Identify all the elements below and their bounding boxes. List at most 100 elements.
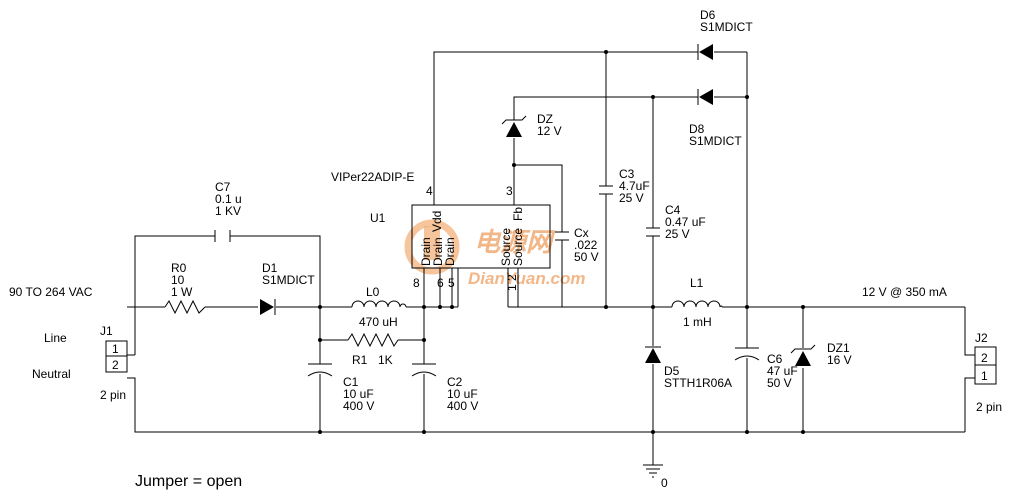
neutral-label: Neutral xyxy=(32,367,71,381)
ic-pin-label-vdd: Vdd xyxy=(430,211,444,232)
ic-pin-6: 6 xyxy=(437,276,444,290)
c2-rating: 400 V xyxy=(447,399,478,413)
l1-value: 1 mH xyxy=(683,315,712,329)
cx-ref: Cx xyxy=(574,226,589,240)
resistor-r1: R1 1K xyxy=(347,332,399,367)
capacitor-c4: C4 0.47 uF 25 V xyxy=(646,203,706,241)
c6-rating: 50 V xyxy=(767,376,792,390)
j2-ref: J2 xyxy=(975,331,988,345)
ic-pin-label-source-1: Source xyxy=(499,228,513,266)
ic-ref: U1 xyxy=(370,211,386,225)
c7-value: 0.1 u xyxy=(215,192,242,206)
watermark-logo-plug xyxy=(424,226,440,260)
c1-rating: 400 V xyxy=(343,399,374,413)
diode-d1: D1 S1MDICT xyxy=(260,261,315,315)
resistor-r0: R0 10 1 W xyxy=(164,261,206,315)
input-voltage-label: 90 TO 264 VAC xyxy=(9,285,93,299)
ic-pin-8: 8 xyxy=(413,276,420,290)
cx-rating: 50 V xyxy=(574,250,599,264)
capacitor-c3: C3 4.7uF 25 V xyxy=(599,167,650,205)
ic-pin-label-fb: Fb xyxy=(511,207,525,221)
r0-rating: 1 W xyxy=(171,285,193,299)
diode-d6: D6 S1MDICT xyxy=(697,8,753,60)
dz-ref: DZ xyxy=(537,112,553,126)
j2-desc: 2 pin xyxy=(976,400,1002,414)
dz-value: 12 V xyxy=(537,124,562,138)
c4-value: 0.47 uF xyxy=(665,215,706,229)
ic-pin-3: 3 xyxy=(506,184,513,198)
d1-ref: D1 xyxy=(262,261,278,275)
ic-u1: VIPer22ADIP-E U1 Drain Drain Drain Vdd S… xyxy=(331,170,551,291)
c2-value: 10 uF xyxy=(447,387,478,401)
output-spec-label: 12 V @ 350 mA xyxy=(862,285,947,299)
zener-dz1: DZ1 16 V xyxy=(790,341,852,367)
capacitor-c2: C2 10 uF 400 V xyxy=(411,363,478,413)
ic-pin-5: 5 xyxy=(448,276,455,290)
capacitor-c6: C6 47 uF 50 V xyxy=(734,347,798,390)
j1-pin-1: 1 xyxy=(112,342,119,356)
c3-ref: C3 xyxy=(619,167,635,181)
ic-pin-1-2: 1 2 xyxy=(505,274,519,291)
j2-pin-1: 1 xyxy=(981,369,988,383)
r0-value: 10 xyxy=(171,273,185,287)
d6-part: S1MDICT xyxy=(700,20,753,34)
r1-value: 1K xyxy=(378,353,393,367)
cx-value: .022 xyxy=(574,238,598,252)
ic-part: VIPer22ADIP-E xyxy=(331,170,414,184)
c7-ref: C7 xyxy=(215,180,231,194)
c6-value: 47 uF xyxy=(767,364,798,378)
inductor-l1: L1 1 mH xyxy=(671,276,723,329)
ic-pin-label-drain-2: Drain xyxy=(431,237,445,266)
ic-u1-body xyxy=(411,204,551,269)
j1-ref: J1 xyxy=(100,324,113,338)
j1-desc: 2 pin xyxy=(100,388,126,402)
diode-d8: D8 S1MDICT xyxy=(689,89,742,148)
wires xyxy=(127,51,975,465)
c7-rating: 1 KV xyxy=(215,204,241,218)
line-label: Line xyxy=(44,331,67,345)
ic-pin-label-source-2: Source xyxy=(511,228,525,266)
c4-rating: 25 V xyxy=(665,227,690,241)
capacitor-c7: C7 0.1 u 1 KV xyxy=(214,180,242,242)
j2-pin-2: 2 xyxy=(981,351,988,365)
zener-dz: DZ 12 V xyxy=(501,112,562,138)
jumper-note: Jumper = open xyxy=(135,473,242,490)
r0-ref: R0 xyxy=(171,261,187,275)
r1-ref: R1 xyxy=(352,353,368,367)
d8-ref: D8 xyxy=(689,122,705,136)
c1-value: 10 uF xyxy=(343,387,374,401)
junctions xyxy=(318,50,805,434)
diode-d5: D5 STTH1R06A xyxy=(645,346,732,390)
ground-label: 0 xyxy=(661,476,668,490)
c3-value: 4.7uF xyxy=(619,179,650,193)
d5-part: STTH1R06A xyxy=(664,376,732,390)
connector-j1: 1 2 J1 2 pin xyxy=(100,324,128,402)
c6-ref: C6 xyxy=(767,352,783,366)
d8-part: S1MDICT xyxy=(689,134,742,148)
d6-ref: D6 xyxy=(700,8,716,22)
inductor-l0: L0 470 uH xyxy=(351,285,407,329)
ground-symbol: 0 xyxy=(643,464,668,490)
l1-ref: L1 xyxy=(690,276,704,290)
l0-ref: L0 xyxy=(366,285,380,299)
dz1-ref: DZ1 xyxy=(827,341,850,355)
d1-part: S1MDICT xyxy=(262,273,315,287)
connector-j2: 2 1 J2 2 pin xyxy=(974,331,1002,414)
l0-value: 470 uH xyxy=(359,315,398,329)
dz1-value: 16 V xyxy=(827,353,852,367)
c3-rating: 25 V xyxy=(619,191,644,205)
j1-pin-2: 2 xyxy=(112,358,119,372)
capacitor-c1: C1 10 uF 400 V xyxy=(307,363,374,413)
ic-pin-4: 4 xyxy=(426,184,433,198)
c4-ref: C4 xyxy=(665,203,681,217)
c1-ref: C1 xyxy=(343,375,359,389)
d5-ref: D5 xyxy=(664,364,680,378)
watermark-url: DianYuan.com xyxy=(468,269,585,288)
capacitor-cx: Cx .022 50 V xyxy=(555,226,599,264)
c2-ref: C2 xyxy=(447,375,463,389)
ic-pin-label-drain-1: Drain xyxy=(419,237,433,266)
watermark-text: 电源网 xyxy=(474,227,556,257)
ic-pin-label-drain-3: Drain xyxy=(443,237,457,266)
